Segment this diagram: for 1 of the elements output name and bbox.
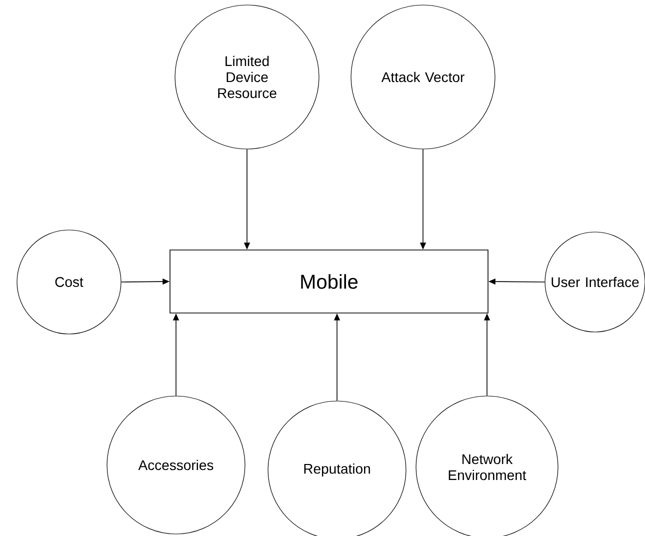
component-box: Mobile: [170, 250, 488, 314]
